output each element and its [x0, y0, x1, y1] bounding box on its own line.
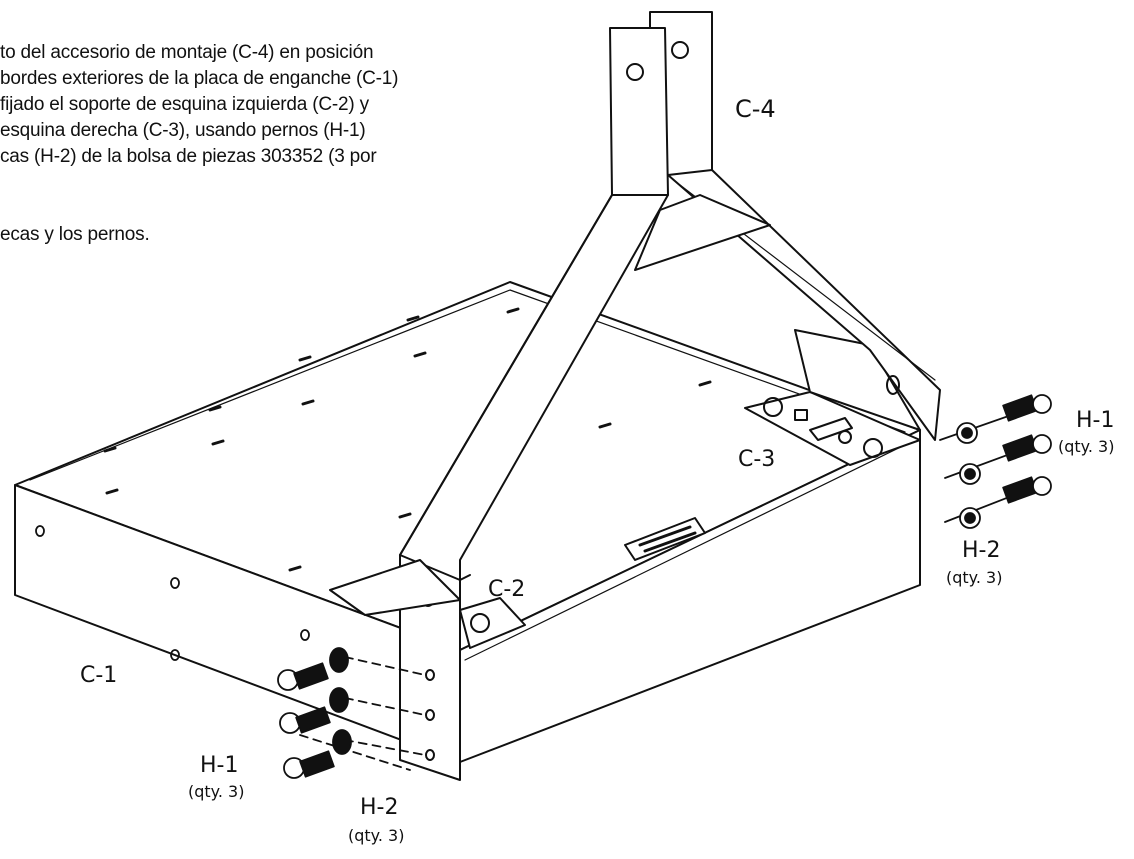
decal: [624, 517, 706, 561]
nut-right-1: [956, 422, 978, 444]
nut-left-2: [329, 687, 349, 713]
bolt-left-1: [277, 662, 329, 691]
left-hardware: [277, 647, 426, 779]
instruction-line-2: bordes exteriores de la placa de enganch…: [0, 68, 399, 89]
instruction-line-4: esquina derecha (C-3), usando pernos (H-…: [0, 120, 366, 141]
corner-bracket-c2: [329, 559, 526, 649]
instruction-line-1: to del accesorio de montaje (C-4) en pos…: [0, 42, 374, 63]
label-c1: C-1: [80, 663, 118, 688]
label-h1-left: H-1: [200, 753, 239, 778]
label-c4: C-4: [735, 95, 776, 123]
instruction-text: to del accesorio de montaje (C-4) en pos…: [0, 40, 640, 248]
label-h1-right: H-1: [1076, 408, 1115, 433]
instruction-line-3: fijado el soporte de esquina izquierda (…: [0, 94, 369, 115]
nut-right-2: [959, 463, 981, 485]
bolt-right-1: [1002, 394, 1052, 422]
label-c2: C-2: [488, 577, 526, 602]
bolt-right-2: [1002, 434, 1052, 462]
corner-bracket-c3: [744, 329, 921, 466]
nut-left-1: [329, 647, 349, 673]
instruction-line-5: cas (H-2) de la bolsa de piezas 303352 (…: [0, 146, 377, 167]
nut-right-3: [959, 507, 981, 529]
instruction-note: ecas y los pernos.: [0, 224, 150, 245]
mounting-attachment-c4: [399, 11, 941, 781]
label-h2-right: H-2: [962, 538, 1001, 563]
bolt-right-3: [1002, 476, 1052, 504]
label-c3: C-3: [738, 447, 776, 472]
bolt-left-3: [283, 750, 335, 779]
label-h1-right-qty: (qty. 3): [1058, 437, 1115, 456]
label-h2-left: H-2: [360, 795, 399, 820]
label-h1-left-qty: (qty. 3): [188, 782, 245, 801]
face-holes: [35, 525, 310, 661]
bolt-left-2: [279, 706, 331, 734]
nut-left-3: [332, 729, 352, 755]
label-h2-right-qty: (qty. 3): [946, 568, 1003, 587]
deck-slots: [103, 307, 712, 572]
right-hardware: [939, 394, 1052, 529]
label-h2-left-qty: (qty. 3): [348, 826, 405, 845]
